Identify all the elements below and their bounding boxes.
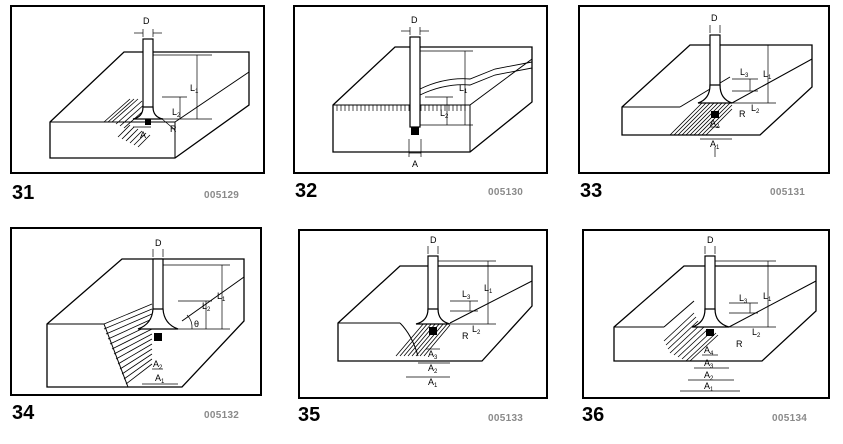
figure-33-frame: D L1 L3 L2 R A2 A1	[578, 5, 830, 174]
part-code: 005132	[204, 410, 240, 421]
figure-number: 33	[580, 180, 603, 202]
label: A2	[710, 118, 720, 130]
label: θ	[194, 319, 199, 329]
label: L3	[739, 293, 748, 305]
figure-number: 31	[12, 182, 35, 204]
label: A2	[428, 363, 438, 375]
label: L1	[217, 291, 226, 303]
label: L1	[484, 283, 493, 295]
label: A1	[704, 381, 714, 393]
label: A3	[428, 349, 438, 361]
figure-35-drawing: D L1 L3 L2 R A3 A2 A1	[337, 235, 533, 389]
label: L2	[751, 103, 760, 115]
label: D	[143, 16, 150, 26]
figure-number: 36	[582, 404, 605, 426]
figure-36-drawing: D L1 L3 L2 R A4 A3 A2 A1	[613, 235, 817, 393]
figure-34-drawing: D L1 L2 θ A2 A1	[46, 238, 245, 388]
label: D	[711, 13, 718, 23]
label: A2	[153, 359, 163, 371]
label: A	[140, 130, 146, 140]
part-code: 005134	[772, 413, 808, 424]
figure-number: 32	[295, 180, 318, 202]
label: A1	[428, 377, 438, 389]
part-code: 005133	[488, 413, 524, 424]
figure-34-frame: D L1 L2 θ A2 A1	[10, 227, 262, 396]
figure-32-frame: D L1 L2 A	[293, 5, 548, 174]
label: R	[170, 124, 177, 134]
label: D	[155, 238, 162, 248]
figure-number: 34	[12, 402, 35, 424]
figure-33-drawing: D L1 L3 L2 R A2 A1	[621, 13, 813, 157]
label: L1	[190, 83, 199, 95]
label: A	[412, 159, 418, 169]
label: L3	[740, 67, 749, 79]
label: L2	[172, 107, 181, 119]
figure-31-frame: D L1 L2 R A	[10, 5, 265, 174]
label: L2	[202, 301, 211, 313]
label: A1	[155, 373, 165, 385]
label: A3	[704, 358, 714, 370]
label: A2	[704, 370, 714, 382]
part-code: 005130	[488, 187, 524, 198]
label: R	[462, 331, 469, 341]
label: A4	[704, 345, 714, 357]
label: L2	[752, 327, 761, 339]
label: L3	[462, 289, 471, 301]
label: L2	[440, 108, 449, 120]
figure-36-frame: D L1 L3 L2 R A4 A3 A2 A1	[582, 229, 830, 399]
part-code: 005131	[770, 187, 806, 198]
figure-number: 35	[298, 404, 321, 426]
label: D	[411, 15, 418, 25]
label: L1	[763, 291, 772, 303]
label: R	[736, 339, 743, 349]
label: D	[430, 235, 437, 245]
figure-32-drawing: D L1 L2 A	[332, 15, 533, 169]
figure-31-drawing: D L1 L2 R A	[49, 16, 250, 159]
label: L1	[763, 69, 772, 81]
part-code: 005129	[204, 190, 240, 201]
figure-35-frame: D L1 L3 L2 R A3 A2 A1	[298, 229, 548, 399]
label: R	[739, 109, 746, 119]
label: D	[707, 235, 714, 245]
label: L2	[472, 324, 481, 336]
label: L1	[459, 83, 468, 95]
label: A1	[710, 139, 720, 151]
